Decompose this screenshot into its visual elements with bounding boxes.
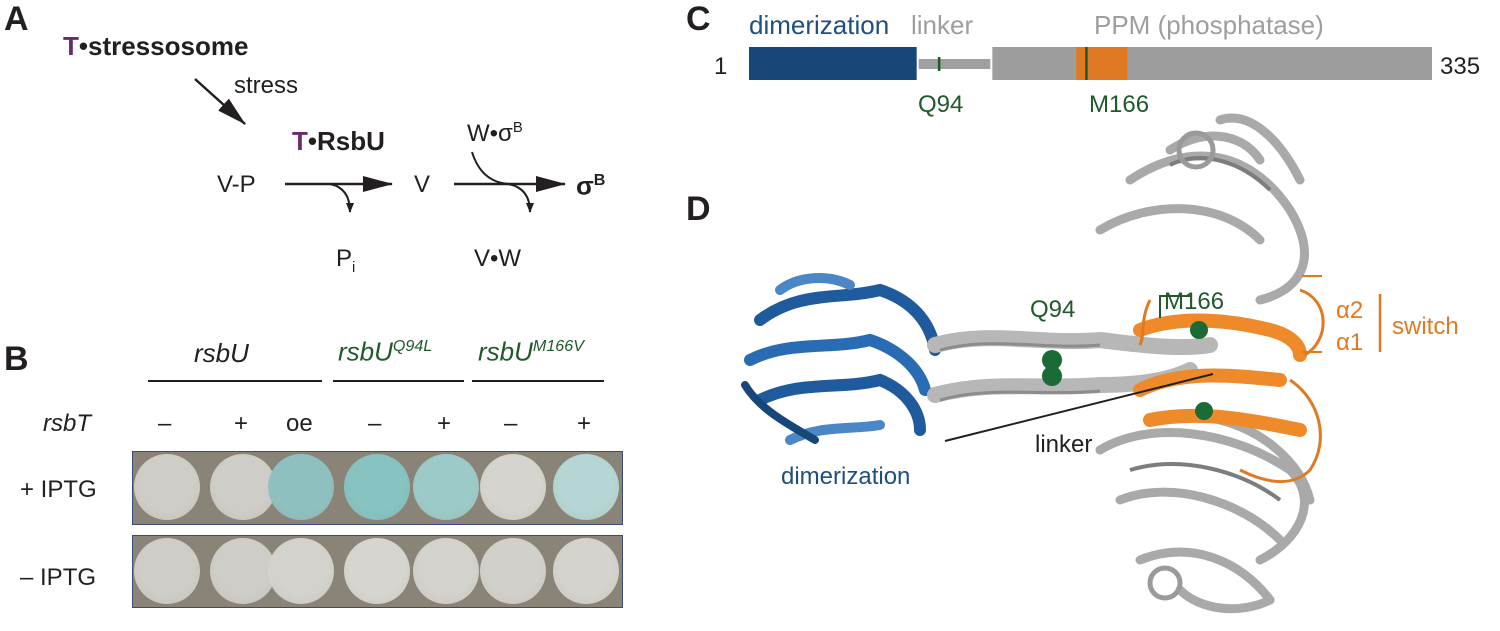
- residue-start: 1: [714, 53, 728, 80]
- v-w-label: V•W: [474, 245, 522, 272]
- plate-plus-iptg: [132, 451, 623, 525]
- mark-label-q94: Q94: [918, 91, 964, 118]
- minus-iptg-spot-5: [480, 538, 546, 604]
- structure-label-alpha2: α2: [1336, 297, 1364, 324]
- minus-iptg-spot-0: [134, 538, 200, 604]
- structure-label-m166: M166: [1164, 288, 1225, 315]
- stress-arrow: [194, 78, 246, 125]
- t-rsbu-label: T•RsbU: [292, 126, 385, 156]
- plus-iptg-spot-0: [134, 454, 200, 520]
- v-w-output-arrow: [507, 183, 534, 213]
- domain-label-ppm: PPM (phosphatase): [1094, 10, 1324, 40]
- ppm-domain-cartoon: [1095, 113, 1315, 614]
- plate-minus-iptg: [132, 535, 623, 608]
- plus-iptg-spot-6: [553, 454, 619, 520]
- pi-release-arrow: [329, 183, 354, 213]
- w-sigma-input-arrow: [471, 151, 513, 185]
- panel-d-letter: D: [686, 190, 711, 228]
- w-sigma-label: W•σB: [467, 120, 523, 147]
- column-label-5: –: [504, 410, 518, 437]
- column-label-1: +: [234, 410, 249, 437]
- plus-iptg-spot-3: [344, 454, 410, 520]
- structure-label-dimerization: dimerization: [781, 463, 911, 490]
- domain-bar-3: [1076, 47, 1128, 80]
- sigma-b-label: σB: [576, 170, 606, 201]
- domain-label-linker: linker: [911, 10, 974, 40]
- plus-iptg-spot-4: [413, 454, 479, 520]
- structure-label-q94: Q94: [1030, 296, 1076, 323]
- domain-bar-0: [749, 47, 917, 80]
- domain-label-dimerization: dimerization: [749, 10, 890, 40]
- structure-label-switch: switch: [1392, 313, 1459, 340]
- stress-label: stress: [234, 72, 299, 99]
- column-label-6: +: [577, 410, 592, 437]
- v-label: V: [414, 171, 431, 198]
- minus-iptg-spot-6: [553, 538, 619, 604]
- column-label-2: oe: [286, 410, 313, 437]
- m166-sphere: [1190, 321, 1208, 339]
- column-label-4: +: [437, 410, 452, 437]
- rsbt-label: rsbT: [43, 410, 91, 437]
- minus-iptg-spot-1: [210, 538, 276, 604]
- t-stressosome-label: T•stressosome: [63, 31, 249, 61]
- minus-iptg-spot-3: [344, 538, 410, 604]
- panel-c-letter: C: [686, 0, 711, 38]
- group-label-rsbu: rsbU: [194, 338, 249, 368]
- linker-pointer: [944, 373, 1214, 442]
- column-label-0: –: [158, 410, 172, 437]
- row-label-minus-iptg: – IPTG: [20, 564, 97, 591]
- mark-label-m166: M166: [1089, 91, 1150, 118]
- residue-end: 335: [1440, 53, 1481, 80]
- group-label-rsbu-m166v: rsbUM166V: [478, 336, 584, 367]
- domain-bar-2: [992, 47, 1432, 80]
- v-p-label: V-P: [217, 171, 256, 198]
- panel-a-letter: A: [4, 0, 29, 38]
- group-label-rsbu-q94l: rsbUQ94L: [338, 336, 433, 367]
- minus-iptg-spot-2: [268, 538, 334, 604]
- structure-label-linker: linker: [1035, 431, 1093, 458]
- m166-pointer: [1159, 295, 1190, 318]
- alpha-bracket: [1302, 275, 1322, 353]
- q94-sphere: [1042, 350, 1062, 370]
- plus-iptg-spot-2: [268, 454, 334, 520]
- plus-iptg-spot-5: [480, 454, 546, 520]
- row-label-plus-iptg: + IPTG: [20, 476, 97, 503]
- domain-bar-1: [918, 59, 991, 69]
- dimerization-domain-cartoon: [741, 273, 941, 445]
- pi-label: Pi: [336, 245, 356, 276]
- minus-iptg-spot-4: [413, 538, 479, 604]
- plus-iptg-spot-1: [210, 454, 276, 520]
- switch-helices-cartoon: [1133, 313, 1307, 437]
- column-label-3: –: [368, 410, 382, 437]
- panel-b-letter: B: [4, 340, 29, 378]
- structure-label-alpha1: α1: [1336, 329, 1364, 356]
